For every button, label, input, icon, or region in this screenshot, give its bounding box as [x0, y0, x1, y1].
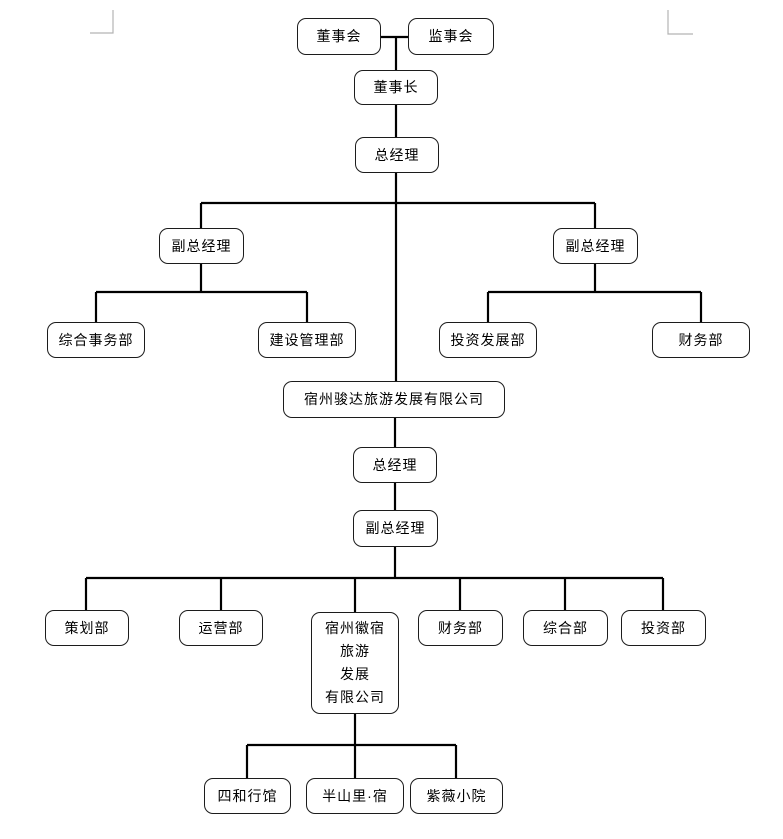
org-node-finance-dept-lower[interactable]: 财务部	[418, 610, 503, 646]
org-node-sihe-guesthouse[interactable]: 四和行馆	[204, 778, 291, 814]
org-node-investment-dept[interactable]: 投资部	[621, 610, 706, 646]
org-node-banshanli-su[interactable]: 半山里·宿	[306, 778, 404, 814]
org-node-construction-mgmt-dept[interactable]: 建设管理部	[258, 322, 356, 358]
org-node-board-of-directors[interactable]: 董事会	[297, 18, 381, 55]
org-node-chairman[interactable]: 董事长	[354, 70, 438, 105]
org-node-operations-dept[interactable]: 运营部	[179, 610, 263, 646]
org-node-deputy-gm-right[interactable]: 副总经理	[553, 228, 638, 264]
org-node-general-manager[interactable]: 总经理	[355, 137, 439, 173]
org-node-supervisory-board[interactable]: 监事会	[408, 18, 494, 55]
org-node-finance-dept-upper[interactable]: 财务部	[652, 322, 750, 358]
org-node-general-manager-2[interactable]: 总经理	[353, 447, 437, 483]
org-node-huisu-company[interactable]: 宿州徽宿 旅游 发展 有限公司	[311, 612, 399, 714]
org-node-deputy-gm-2[interactable]: 副总经理	[353, 510, 438, 547]
org-node-planning-dept[interactable]: 策划部	[45, 610, 129, 646]
org-node-general-dept[interactable]: 综合部	[523, 610, 608, 646]
org-node-junda-company[interactable]: 宿州骏达旅游发展有限公司	[283, 381, 505, 418]
org-node-investment-dev-dept[interactable]: 投资发展部	[439, 322, 537, 358]
page-corner-mark-top-right	[667, 10, 693, 35]
page-corner-mark-top-left	[90, 10, 114, 34]
org-node-general-affairs-dept[interactable]: 综合事务部	[47, 322, 145, 358]
org-node-ziwei-courtyard[interactable]: 紫薇小院	[410, 778, 503, 814]
org-node-deputy-gm-left[interactable]: 副总经理	[159, 228, 244, 264]
